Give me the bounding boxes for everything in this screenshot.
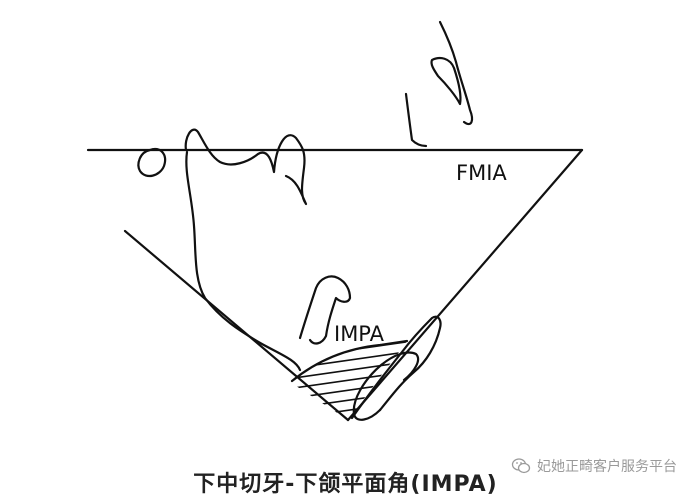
upper-incisor-outline <box>298 275 352 345</box>
maxilla-lower-outline <box>185 150 302 372</box>
watermark: 妃她正畸客户服务平台 <box>511 456 677 476</box>
nasal-tip-outline <box>430 57 462 106</box>
nose-profile-outline <box>438 20 474 126</box>
impa-arc <box>290 339 409 383</box>
chin-symphysis-outline <box>352 351 420 421</box>
mandibular-plane-line <box>123 229 350 422</box>
incisor-axis-line <box>346 148 584 422</box>
wechat-icon <box>511 458 531 474</box>
impa-label: IMPA <box>334 322 385 346</box>
figure-caption: 下中切牙-下颌平面角(IMPA) <box>193 472 498 497</box>
fmia-label: FMIA <box>456 161 507 185</box>
orbit-outline <box>137 147 167 178</box>
upper-lip-mark <box>404 92 428 148</box>
watermark-text: 妃她正畸客户服务平台 <box>537 459 677 475</box>
skull-maxilla-outline <box>184 128 308 206</box>
